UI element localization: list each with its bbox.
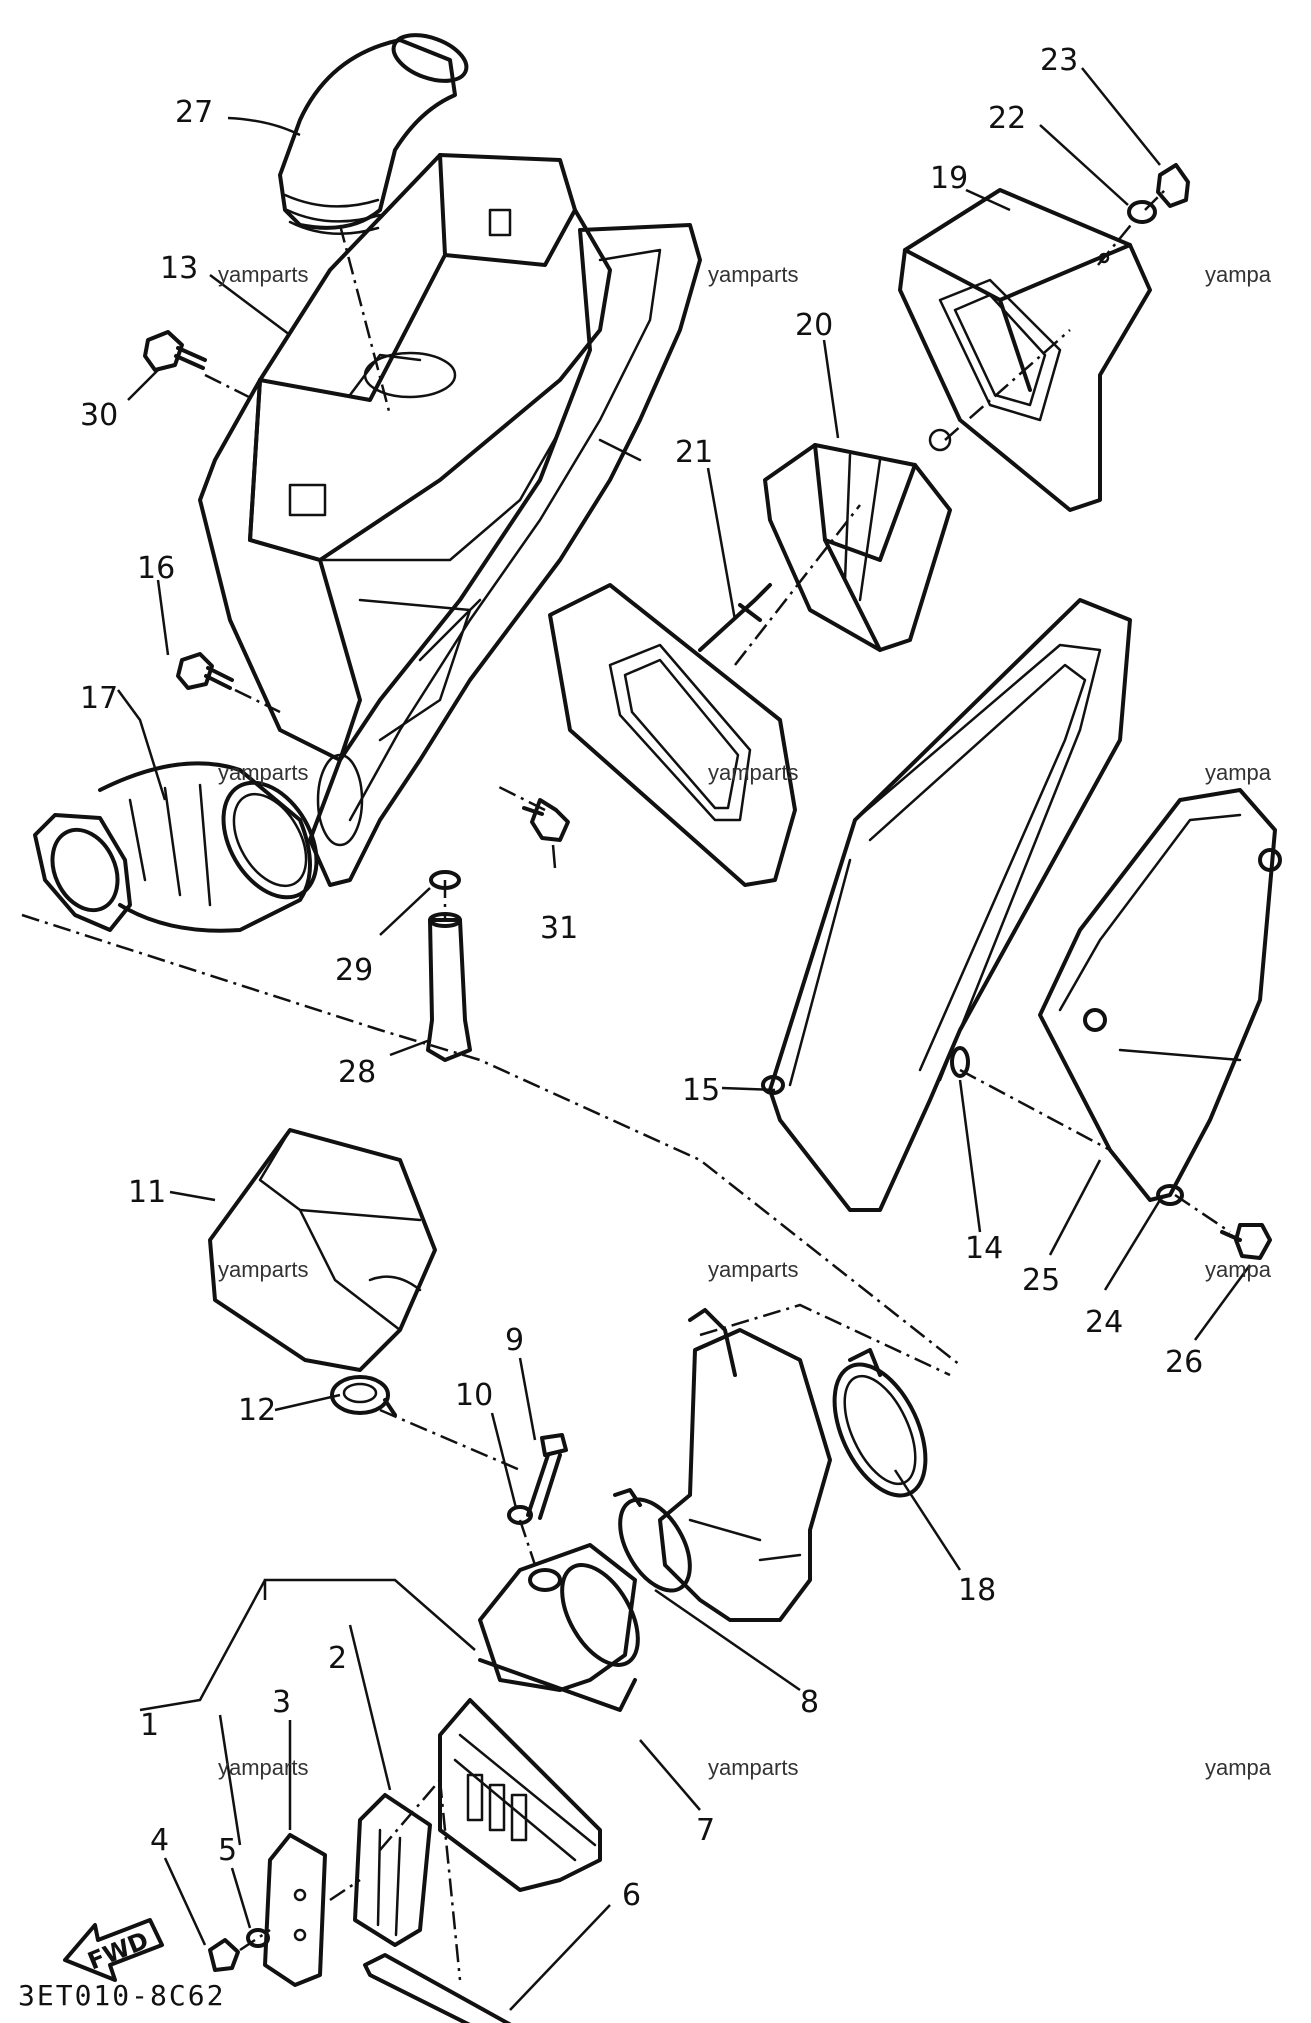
part-25-side-cover [1038,788,1282,1202]
callout-12: 12 [238,1393,276,1428]
carburetor [658,1308,832,1622]
watermark-text-cut: yampa [1205,1755,1272,1780]
callout-3: 3 [272,1685,291,1720]
part-28-drain-hose [426,912,472,1062]
part-8-clamp [613,1488,692,1593]
leader-lines [116,67,1252,2011]
callout-27: 27 [175,95,213,130]
watermark-text: yamparts [708,1755,798,1780]
callout-11: 11 [128,1175,166,1210]
callout-2: 2 [328,1641,347,1676]
part-14-seal [950,1046,970,1078]
part-4-screw [208,1938,240,1972]
callout-31: 31 [540,911,578,946]
callout-7: 7 [696,1813,715,1848]
watermark-text-cut: yampa [1205,760,1272,785]
part-16-bolt [176,652,234,690]
part-26-bolt [1220,1223,1272,1260]
diagram-code: 3ET010-8C62 [18,1979,225,2012]
part-31-bolt [522,798,570,842]
watermark-text: yamparts [218,1257,308,1282]
callout-28: 28 [338,1055,376,1090]
callout-15: 15 [682,1073,720,1108]
part-19-element [898,188,1152,512]
part-7-carburetor-joint [478,1543,640,1712]
watermark-text: yamparts [218,262,308,287]
callout-5: 5 [218,1833,237,1868]
callout-22: 22 [988,101,1026,136]
callout-19: 19 [930,161,968,196]
callout-26: 26 [1165,1345,1203,1380]
watermark-text: yamparts [708,262,798,287]
callout-25: 25 [1022,1263,1060,1298]
part-3-stopper [263,1833,327,1987]
callout-1: 1 [140,1708,159,1743]
callout-6: 6 [622,1878,641,1913]
part-12-clamp [330,1375,397,1417]
part-17-joint [33,761,319,933]
watermark-text: yamparts [708,760,798,785]
callout-8: 8 [800,1685,819,1720]
callout-13: 13 [160,251,198,286]
callout-numbers: 1 2 3 4 5 6 7 8 9 10 11 12 13 14 15 16 1… [80,43,1203,1913]
callout-4: 4 [150,1823,169,1858]
part-5-washer [246,1928,270,1948]
callout-9: 9 [505,1323,524,1358]
watermark-text-cut: yampa [1205,1257,1272,1282]
watermark-text-cut: yampa [1205,262,1272,287]
part-23-bolt [1156,163,1190,208]
callout-18: 18 [958,1573,996,1608]
watermark-text: yamparts [218,1755,308,1780]
callout-23: 23 [1040,43,1078,78]
assembly-lines [21,189,1231,1981]
callout-24: 24 [1085,1305,1123,1340]
callout-20: 20 [795,308,833,343]
part-21-element-holder [548,583,797,887]
callout-21: 21 [675,435,713,470]
callout-17: 17 [80,681,118,716]
fwd-arrow-icon: FWD [63,1918,164,1982]
callout-16: 16 [137,551,175,586]
part-15-cap [761,598,1132,1212]
part-24-collar [1156,1184,1184,1206]
part-2-reed-valve [353,1793,432,1947]
part-20-element-guide [763,428,952,652]
part-1-reed-valve-assembly [438,1698,602,1892]
part-6-gasket [363,1953,512,2023]
callout-10: 10 [455,1378,493,1413]
watermarks: yamparts yamparts yampa yamparts yampart… [218,262,1272,1780]
watermark-text: yamparts [708,1257,798,1282]
callout-14: 14 [965,1231,1003,1266]
part-18-hose-band [832,1348,928,1498]
watermark-text: yamparts [218,760,308,785]
part-30-bolt [143,330,207,372]
callout-29: 29 [335,953,373,988]
callout-30: 30 [80,398,118,433]
part-22-washer [1127,200,1157,224]
part-13-air-filter-case [198,153,702,887]
part-9-screw [526,1433,568,1520]
part-11-cover [208,1128,437,1372]
